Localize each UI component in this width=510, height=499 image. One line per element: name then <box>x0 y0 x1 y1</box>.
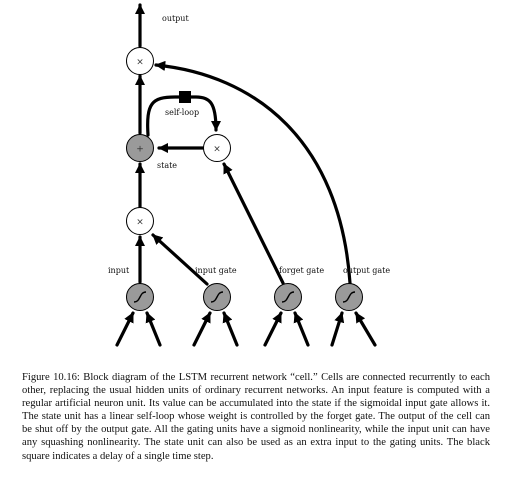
forget-multiply-node <box>203 134 231 162</box>
incoming-arrow <box>192 311 212 347</box>
incoming-arrow <box>293 311 310 347</box>
self-loop-label: self-loop <box>165 108 199 117</box>
input-gate-label: input gate <box>195 266 237 275</box>
incoming-arrow <box>222 311 239 347</box>
input-label: input <box>108 266 130 275</box>
delay-square <box>179 91 191 103</box>
incoming-arrow <box>330 311 345 347</box>
output-multiply-node <box>126 47 154 75</box>
incoming-arrow <box>354 311 377 347</box>
figure-caption: Figure 10.16: Block diagram of the LSTM … <box>22 372 490 462</box>
sigmoid-icon <box>281 291 295 303</box>
state-label: state <box>157 161 177 170</box>
output-gate-label: output gate <box>343 266 390 275</box>
sigmoid-icon <box>133 291 147 303</box>
state-node <box>126 134 154 162</box>
sigmoid-icon <box>210 291 224 303</box>
forget-multiply-symbol: × <box>213 145 221 155</box>
input-gate-to-mult-arrow <box>151 233 209 286</box>
incoming-arrow <box>145 311 162 347</box>
lstm-cell-diagram: × × × + output self-loop state input inp… <box>108 3 390 347</box>
incoming-arrow <box>263 311 283 347</box>
forget-gate-to-mult-arrow <box>222 162 285 285</box>
output-gate-to-output-mult-arrow <box>154 60 352 285</box>
incoming-arrow <box>115 311 135 347</box>
sigmoid-icon <box>342 291 356 303</box>
input-multiply-symbol: × <box>136 218 144 228</box>
forget-gate-label: forget gate <box>279 266 324 275</box>
output-multiply-symbol: × <box>136 58 144 68</box>
input-multiply-node <box>126 207 154 235</box>
output-label: output <box>162 14 189 23</box>
state-add-symbol: + <box>136 145 144 155</box>
